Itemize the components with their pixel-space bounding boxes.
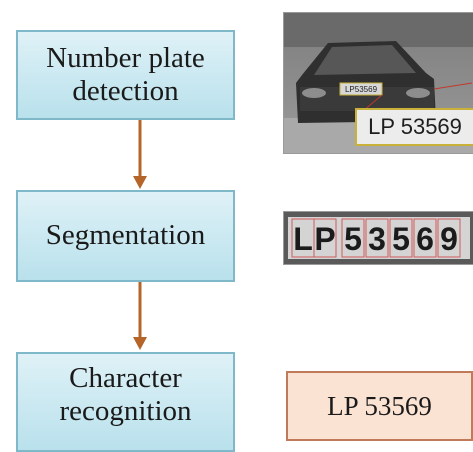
stage-label-line: Segmentation	[45, 219, 206, 252]
svg-text:9: 9	[440, 221, 458, 257]
svg-text:6: 6	[416, 221, 434, 257]
svg-text:5: 5	[392, 221, 410, 257]
recognition-result-box: LP 53569	[286, 371, 473, 441]
svg-text:3: 3	[368, 221, 386, 257]
segmented-character: P	[313, 218, 337, 258]
plate-text: LP 53569	[368, 114, 462, 139]
segmented-character: 9	[437, 218, 461, 258]
stage-label-line: detection	[72, 75, 179, 107]
svg-text:5: 5	[344, 221, 362, 257]
small-plate-text: LP53569	[345, 85, 378, 94]
stage-box-detection: Number plate detection	[16, 30, 235, 120]
stage-label-line: Number plate	[46, 41, 205, 74]
segmented-character: 5	[341, 218, 365, 258]
segmented-character: 6	[413, 218, 437, 258]
stage-box-recognition: Character recognition	[16, 352, 235, 452]
segmented-character: 5	[389, 218, 413, 258]
stage-label-line: recognition	[59, 395, 192, 428]
stage-label-line: Character	[69, 362, 182, 394]
segmented-character: 3	[365, 218, 389, 258]
segmented-character: L	[291, 218, 315, 258]
car-photo: LP53569 LP 53569	[283, 12, 473, 154]
arrow-segmentation-to-recognition	[133, 282, 147, 350]
stage-box-segmentation: Segmentation	[16, 190, 235, 282]
svg-text:P: P	[314, 221, 335, 257]
svg-text:L: L	[293, 221, 313, 257]
flow-arrows	[133, 120, 147, 350]
arrow-detection-to-segmentation	[133, 120, 147, 189]
recognition-result-text: LP 53569	[327, 390, 432, 421]
